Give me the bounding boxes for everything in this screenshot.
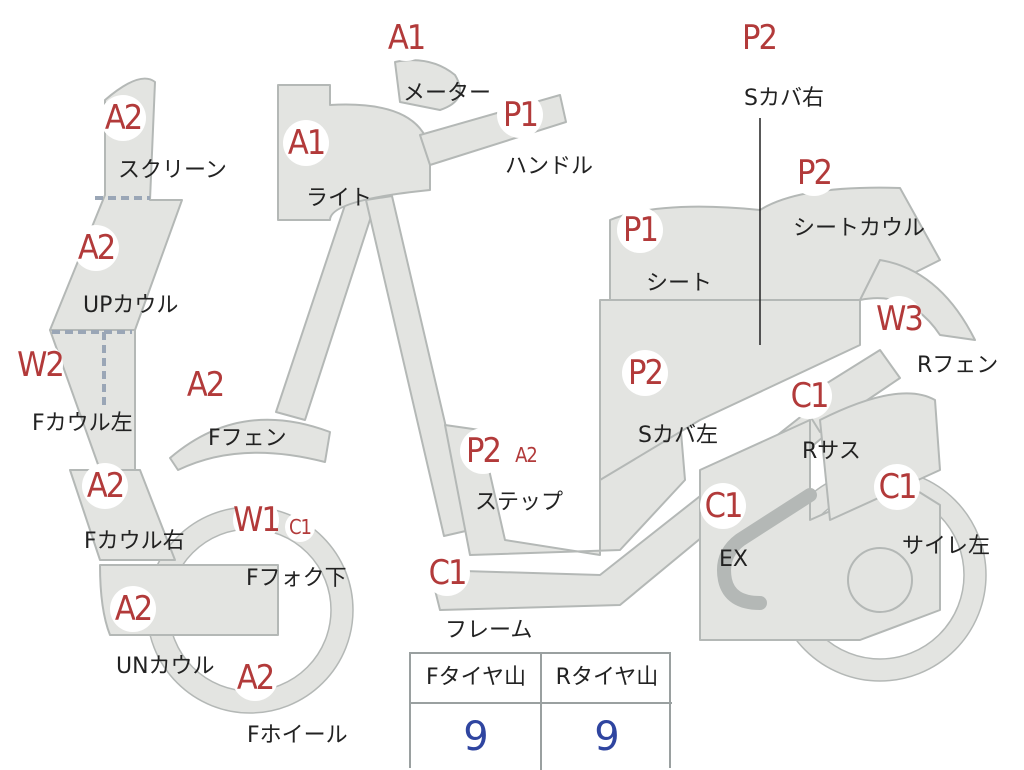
f-cowl-left-code[interactable]: W2 [17, 342, 65, 388]
seat-label: シート [646, 271, 713, 296]
frame-label: フレーム [445, 618, 533, 643]
frame-code[interactable]: C1 [424, 550, 470, 596]
step-label: ステップ [475, 490, 564, 515]
f-fork-lower-label: Fフォク下 [246, 566, 347, 591]
s-cover-right-label: Sカバ右 [744, 86, 824, 111]
f-cowl-right-code[interactable]: A2 [82, 463, 128, 509]
seat-code[interactable]: P1 [617, 207, 663, 253]
front-tire-value[interactable]: 9 [463, 714, 489, 760]
r-suspension-label: Rサス [802, 439, 861, 464]
handle-label: ハンドル [505, 154, 594, 179]
up-cowl-label: UPカウル [83, 293, 179, 318]
r-fender-code[interactable]: W3 [876, 296, 924, 342]
light-code[interactable]: A1 [283, 120, 329, 166]
screen-code[interactable]: A2 [100, 95, 146, 141]
silencer-left-label: サイレ左 [902, 534, 991, 559]
r-suspension-code[interactable]: C1 [786, 373, 832, 419]
f-fender-code[interactable]: A2 [182, 362, 228, 408]
tire-tread-table: Fタイヤ山 Rタイヤ山 9 9 [409, 652, 672, 770]
meter-code[interactable]: A1 [383, 15, 429, 61]
silencer-left-code[interactable]: C1 [874, 464, 920, 510]
front-tire-header: Fタイヤ山 [411, 654, 541, 704]
f-wheel-label: Fホイール [247, 723, 348, 748]
meter-label: メーター [403, 81, 492, 106]
light-label: ライト [306, 186, 373, 211]
step-code[interactable]: P2 [460, 428, 506, 474]
s-cover-left-label: Sカバ左 [638, 423, 718, 448]
f-fork-lower-code-2[interactable]: C1 [285, 512, 315, 542]
rear-tire-value[interactable]: 9 [594, 714, 620, 760]
exhaust-label: EX [719, 547, 748, 572]
screen-label: スクリーン [118, 158, 227, 183]
f-fork-lower-code[interactable]: W1 [233, 497, 281, 543]
f-wheel-code[interactable]: A2 [232, 655, 278, 701]
rear-tire-header: Rタイヤ山 [542, 654, 672, 704]
s-cover-left-code[interactable]: P2 [622, 350, 668, 396]
step-code-2[interactable]: A2 [511, 440, 541, 470]
f-cowl-left-label: Fカウル左 [32, 411, 133, 436]
s-cover-right-code[interactable]: P2 [736, 15, 782, 61]
table-divider [540, 654, 542, 770]
un-cowl-label: UNカウル [116, 654, 215, 679]
f-fender-label: Fフェン [208, 426, 287, 451]
un-cowl-code[interactable]: A2 [110, 586, 156, 632]
handle-code[interactable]: P1 [497, 92, 543, 138]
exhaust-code[interactable]: C1 [700, 483, 746, 529]
seat-cowl-label: シートカウル [793, 216, 926, 241]
up-cowl-code[interactable]: A2 [73, 225, 119, 271]
seat-cowl-code[interactable]: P2 [791, 150, 837, 196]
f-cowl-right-label: Fカウル右 [84, 529, 185, 554]
r-fender-label: Rフェン [917, 353, 999, 378]
